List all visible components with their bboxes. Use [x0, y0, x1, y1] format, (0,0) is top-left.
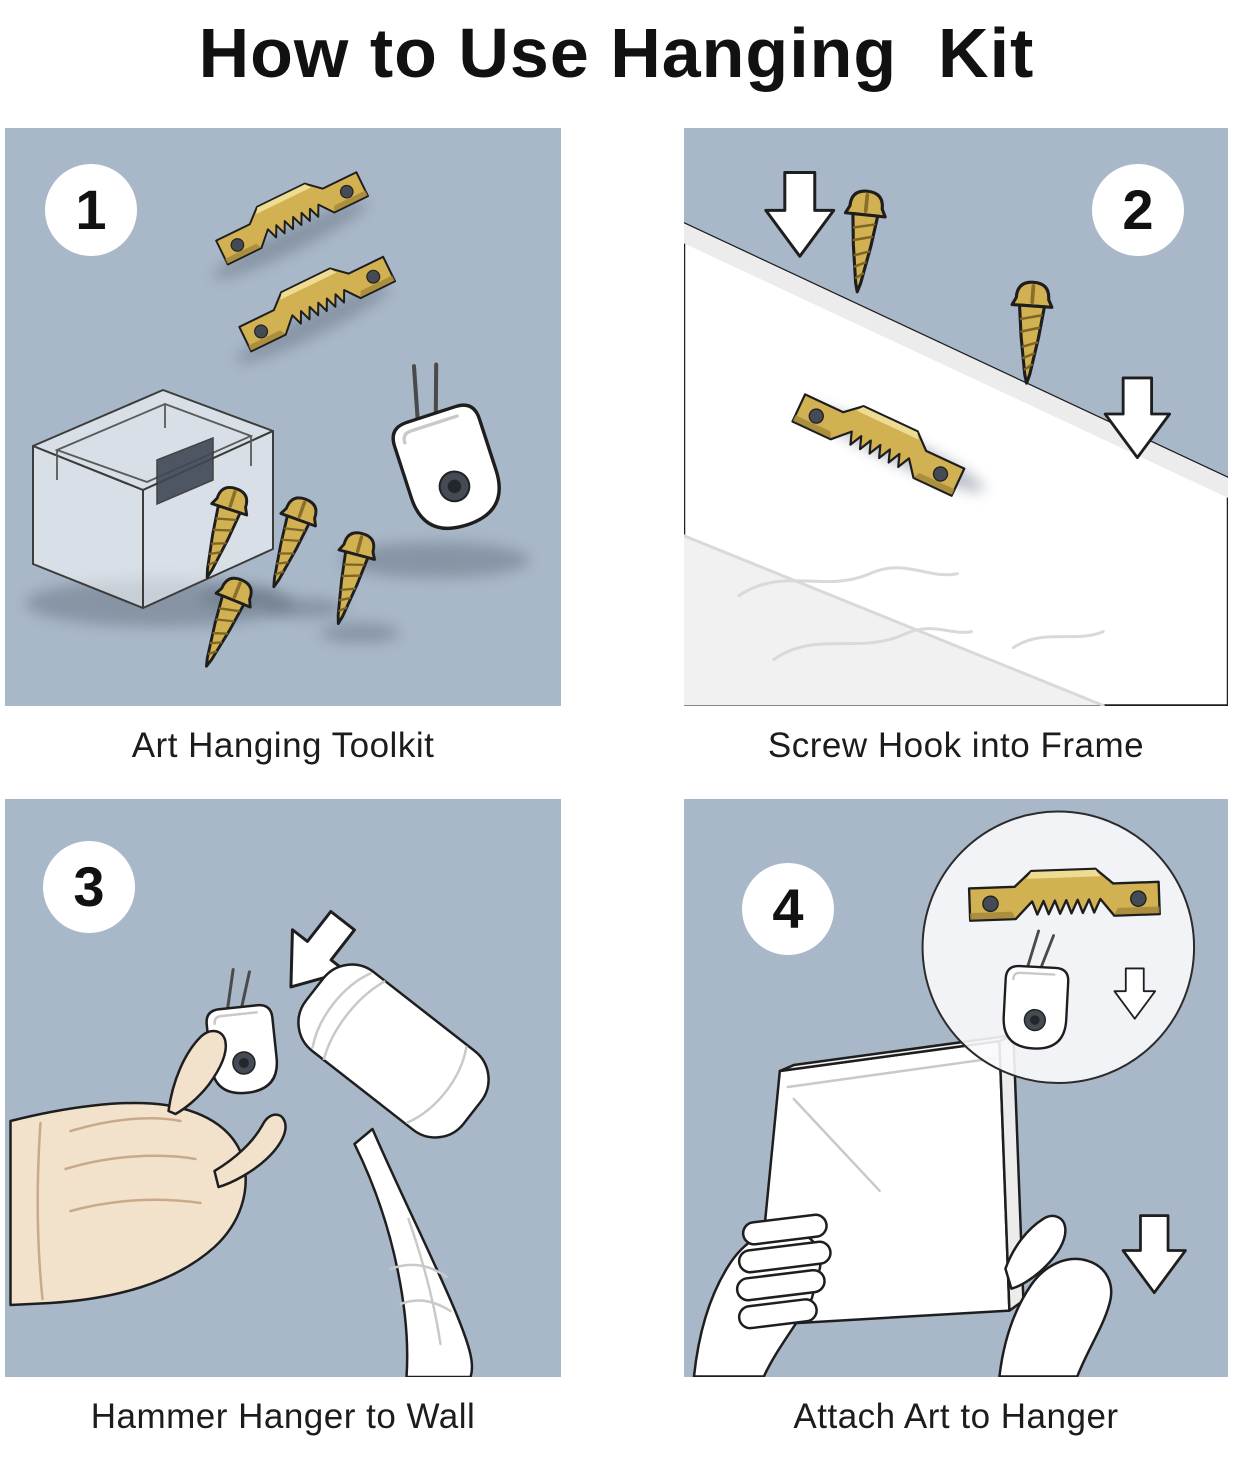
step-number: 3 [73, 855, 105, 918]
step3-illustration [9, 897, 490, 1377]
step-number-badge: 1 [45, 163, 137, 256]
step-number-badge: 3 [43, 840, 135, 933]
hammer-icon [297, 962, 490, 1377]
step3-panel: 3 [5, 798, 561, 1377]
step-panel-4: 4 [684, 798, 1228, 1437]
step2-illustration [684, 170, 1228, 706]
step-panel-1: 1 [5, 127, 561, 766]
screw-icon [1004, 278, 1056, 386]
right-hand-icon [998, 1214, 1113, 1377]
step-caption: Screw Hook into Frame [767, 725, 1145, 765]
step-number: 1 [75, 178, 107, 241]
down-arrow-icon [764, 170, 836, 258]
screw-icon [835, 186, 890, 296]
wall-hook-icon [373, 351, 509, 538]
hand-icon [9, 1029, 287, 1306]
step1-illustration [25, 159, 530, 675]
toolkit-case [32, 388, 274, 609]
step-panel-2: 2 [684, 127, 1228, 766]
step1-panel: 1 [5, 127, 561, 706]
step-caption: Art Hanging Toolkit [131, 725, 435, 765]
left-hand-icon [692, 1213, 832, 1377]
step2-panel: 2 [684, 127, 1228, 706]
step-number-badge: 4 [742, 862, 834, 955]
step-number: 2 [1122, 178, 1154, 241]
magnifier-circle [921, 810, 1196, 1084]
step-caption: Attach Art to Hanger [793, 1396, 1119, 1436]
step-number: 4 [772, 877, 804, 940]
screw-icons [187, 480, 382, 675]
steps-grid: 1 [5, 127, 1228, 1437]
down-arrow-icon [1121, 1213, 1187, 1294]
step-caption: Hammer Hanger to Wall [90, 1396, 476, 1436]
page-title: How to Use Hanging Kit [198, 14, 1035, 92]
step-panel-3: 3 [5, 798, 561, 1437]
step4-illustration [692, 810, 1196, 1377]
step-number-badge: 2 [1092, 163, 1184, 256]
step4-panel: 4 [684, 798, 1228, 1377]
